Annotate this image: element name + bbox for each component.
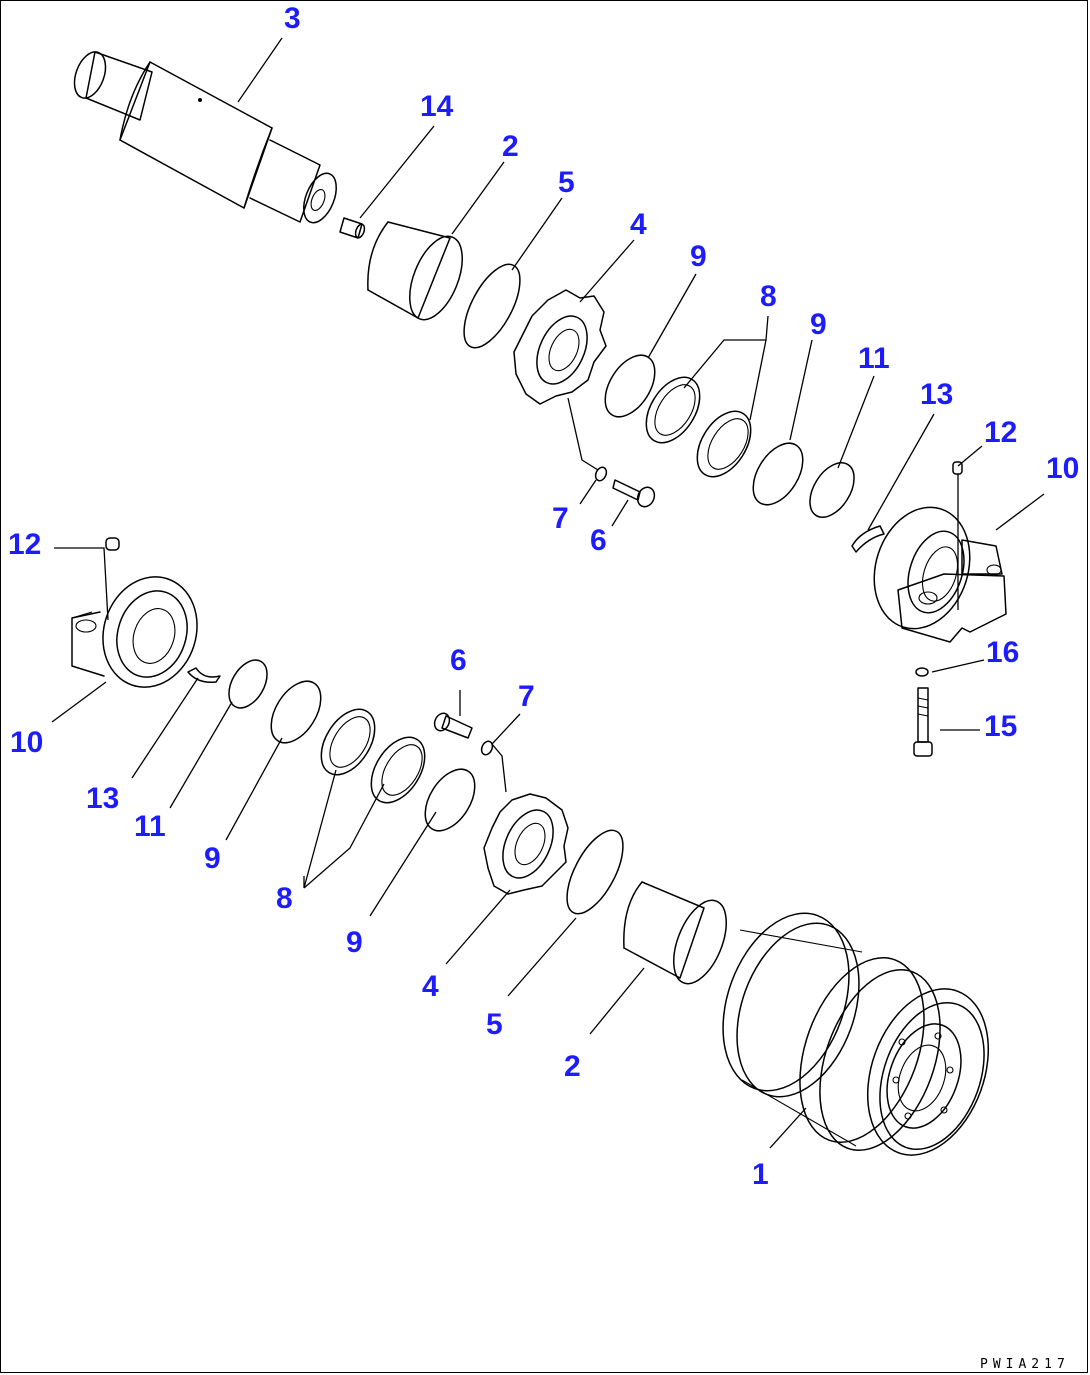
callout-4: 4 (422, 970, 439, 1003)
part-washer-16 (915, 667, 929, 677)
part-seal-upper (645, 376, 752, 478)
callout-5: 5 (558, 166, 575, 199)
callout-14: 14 (420, 90, 454, 123)
callout-7: 7 (518, 680, 535, 713)
part-ring-9-lower-a (270, 680, 322, 744)
callout-6: 6 (590, 524, 607, 557)
callout-3: 3 (284, 2, 301, 35)
callout-1: 1 (752, 1158, 769, 1191)
part-pin-lower (105, 537, 120, 551)
callout-11: 11 (134, 810, 166, 843)
callout-9: 9 (690, 240, 707, 273)
part-washer-lower (480, 740, 494, 756)
leader-lines (51, 37, 1045, 1149)
callout-11: 11 (858, 342, 890, 375)
part-bolt-upper (612, 479, 656, 508)
part-oring-upper (463, 263, 521, 349)
part-bushing-lower (623, 881, 727, 985)
callout-labels: 3 14 2 5 4 9 8 9 11 13 12 10 7 6 12 16 1… (8, 2, 1079, 1191)
callout-16: 16 (986, 636, 1019, 669)
part-bolt-lower (433, 712, 473, 739)
part-ring-9-lower-b (424, 768, 476, 832)
callout-2: 2 (564, 1050, 581, 1083)
callout-15: 15 (984, 710, 1017, 743)
part-bolt-15 (913, 687, 933, 757)
part-seal-lower (320, 708, 426, 804)
callout-10: 10 (10, 726, 43, 759)
callout-13: 13 (920, 378, 953, 411)
part-collar-lower (483, 793, 569, 895)
part-housing-right (873, 506, 1007, 643)
part-plug (339, 217, 366, 239)
callout-2: 2 (502, 130, 519, 163)
callout-7: 7 (552, 502, 569, 535)
callout-9: 9 (204, 842, 221, 875)
drawing-code: PWIA217 (980, 1357, 1070, 1372)
part-ring-11-lower (228, 659, 268, 709)
part-ring-9-upper-a (604, 354, 656, 418)
part-ring-11-upper (809, 462, 855, 518)
part-shaft (73, 51, 337, 224)
callout-8: 8 (760, 280, 777, 313)
callout-6: 6 (450, 644, 467, 677)
callout-12: 12 (8, 528, 41, 561)
part-roller (722, 912, 990, 1156)
callout-8: 8 (276, 882, 293, 915)
callout-4: 4 (630, 208, 647, 241)
callout-5: 5 (486, 1008, 503, 1041)
callout-9: 9 (810, 308, 827, 341)
part-ring-9-upper-b (752, 442, 804, 506)
part-bushing-upper (367, 221, 463, 321)
part-retainer-upper (851, 525, 885, 553)
part-collar-upper (513, 289, 607, 405)
callout-12: 12 (984, 416, 1017, 449)
part-retainer-lower (187, 667, 221, 684)
part-housing-left (71, 576, 198, 688)
part-washer-upper (594, 466, 608, 482)
part-oring-lower (566, 829, 624, 915)
callout-9: 9 (346, 926, 363, 959)
callout-10: 10 (1046, 452, 1079, 485)
callout-13: 13 (86, 782, 119, 815)
